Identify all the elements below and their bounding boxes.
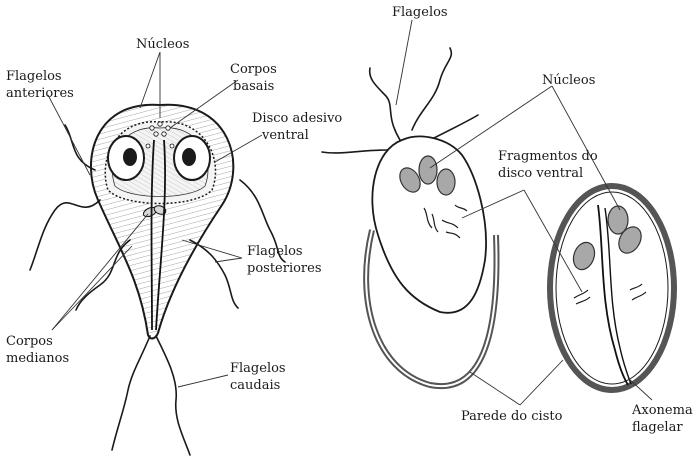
label-disco-adesivo-1: Disco adesivo [252, 111, 342, 126]
label-flagelos-anteriores-2: anteriores [6, 86, 74, 101]
label-parede-cisto: Parede do cisto [461, 409, 563, 424]
label-flagelos-posteriores-2: posteriores [247, 261, 322, 276]
encysting-trophozoite [322, 48, 496, 386]
posterior-flagellum-right [190, 240, 238, 308]
label-disco-adesivo-2: ventral [261, 128, 309, 143]
label-fragmentos-2: disco ventral [498, 166, 583, 181]
caudal-flagellum-left [112, 336, 150, 450]
label-corpos-basais-2: basais [233, 79, 274, 94]
label-axonema-1: Axonema [631, 403, 693, 418]
label-fragmentos-1: Fragmentos do [498, 149, 598, 164]
label-flagelos-posteriores-1: Flagelos [247, 244, 303, 259]
label-flagelos-top: Flagelos [392, 5, 448, 20]
top-flagellum-2 [412, 48, 451, 130]
label-nucleos-left: Núcleos [136, 37, 189, 52]
top-flagellum-4 [322, 150, 388, 153]
caudal-flagellum-right [156, 336, 190, 455]
label-flagelos-caudais-2: caudais [230, 378, 280, 393]
nucleus-right [174, 136, 210, 180]
top-flagellum-3 [430, 115, 478, 140]
label-corpos-basais-1: Corpos [230, 62, 277, 77]
top-flagellum-1 [370, 68, 400, 140]
label-flagelos-caudais-1: Flagelos [230, 361, 286, 376]
label-flagelos-anteriores-1: Flagelos [6, 69, 62, 84]
label-nucleos-right: Núcleos [542, 73, 595, 88]
mature-cyst [550, 186, 674, 390]
nucleus-left [108, 136, 144, 180]
label-corpos-medianos-1: Corpos [6, 334, 53, 349]
anterior-flagellum-left [30, 200, 100, 270]
label-corpos-medianos-2: medianos [6, 351, 69, 366]
trophozoite [30, 105, 285, 455]
label-axonema-2: flagelar [632, 420, 683, 435]
